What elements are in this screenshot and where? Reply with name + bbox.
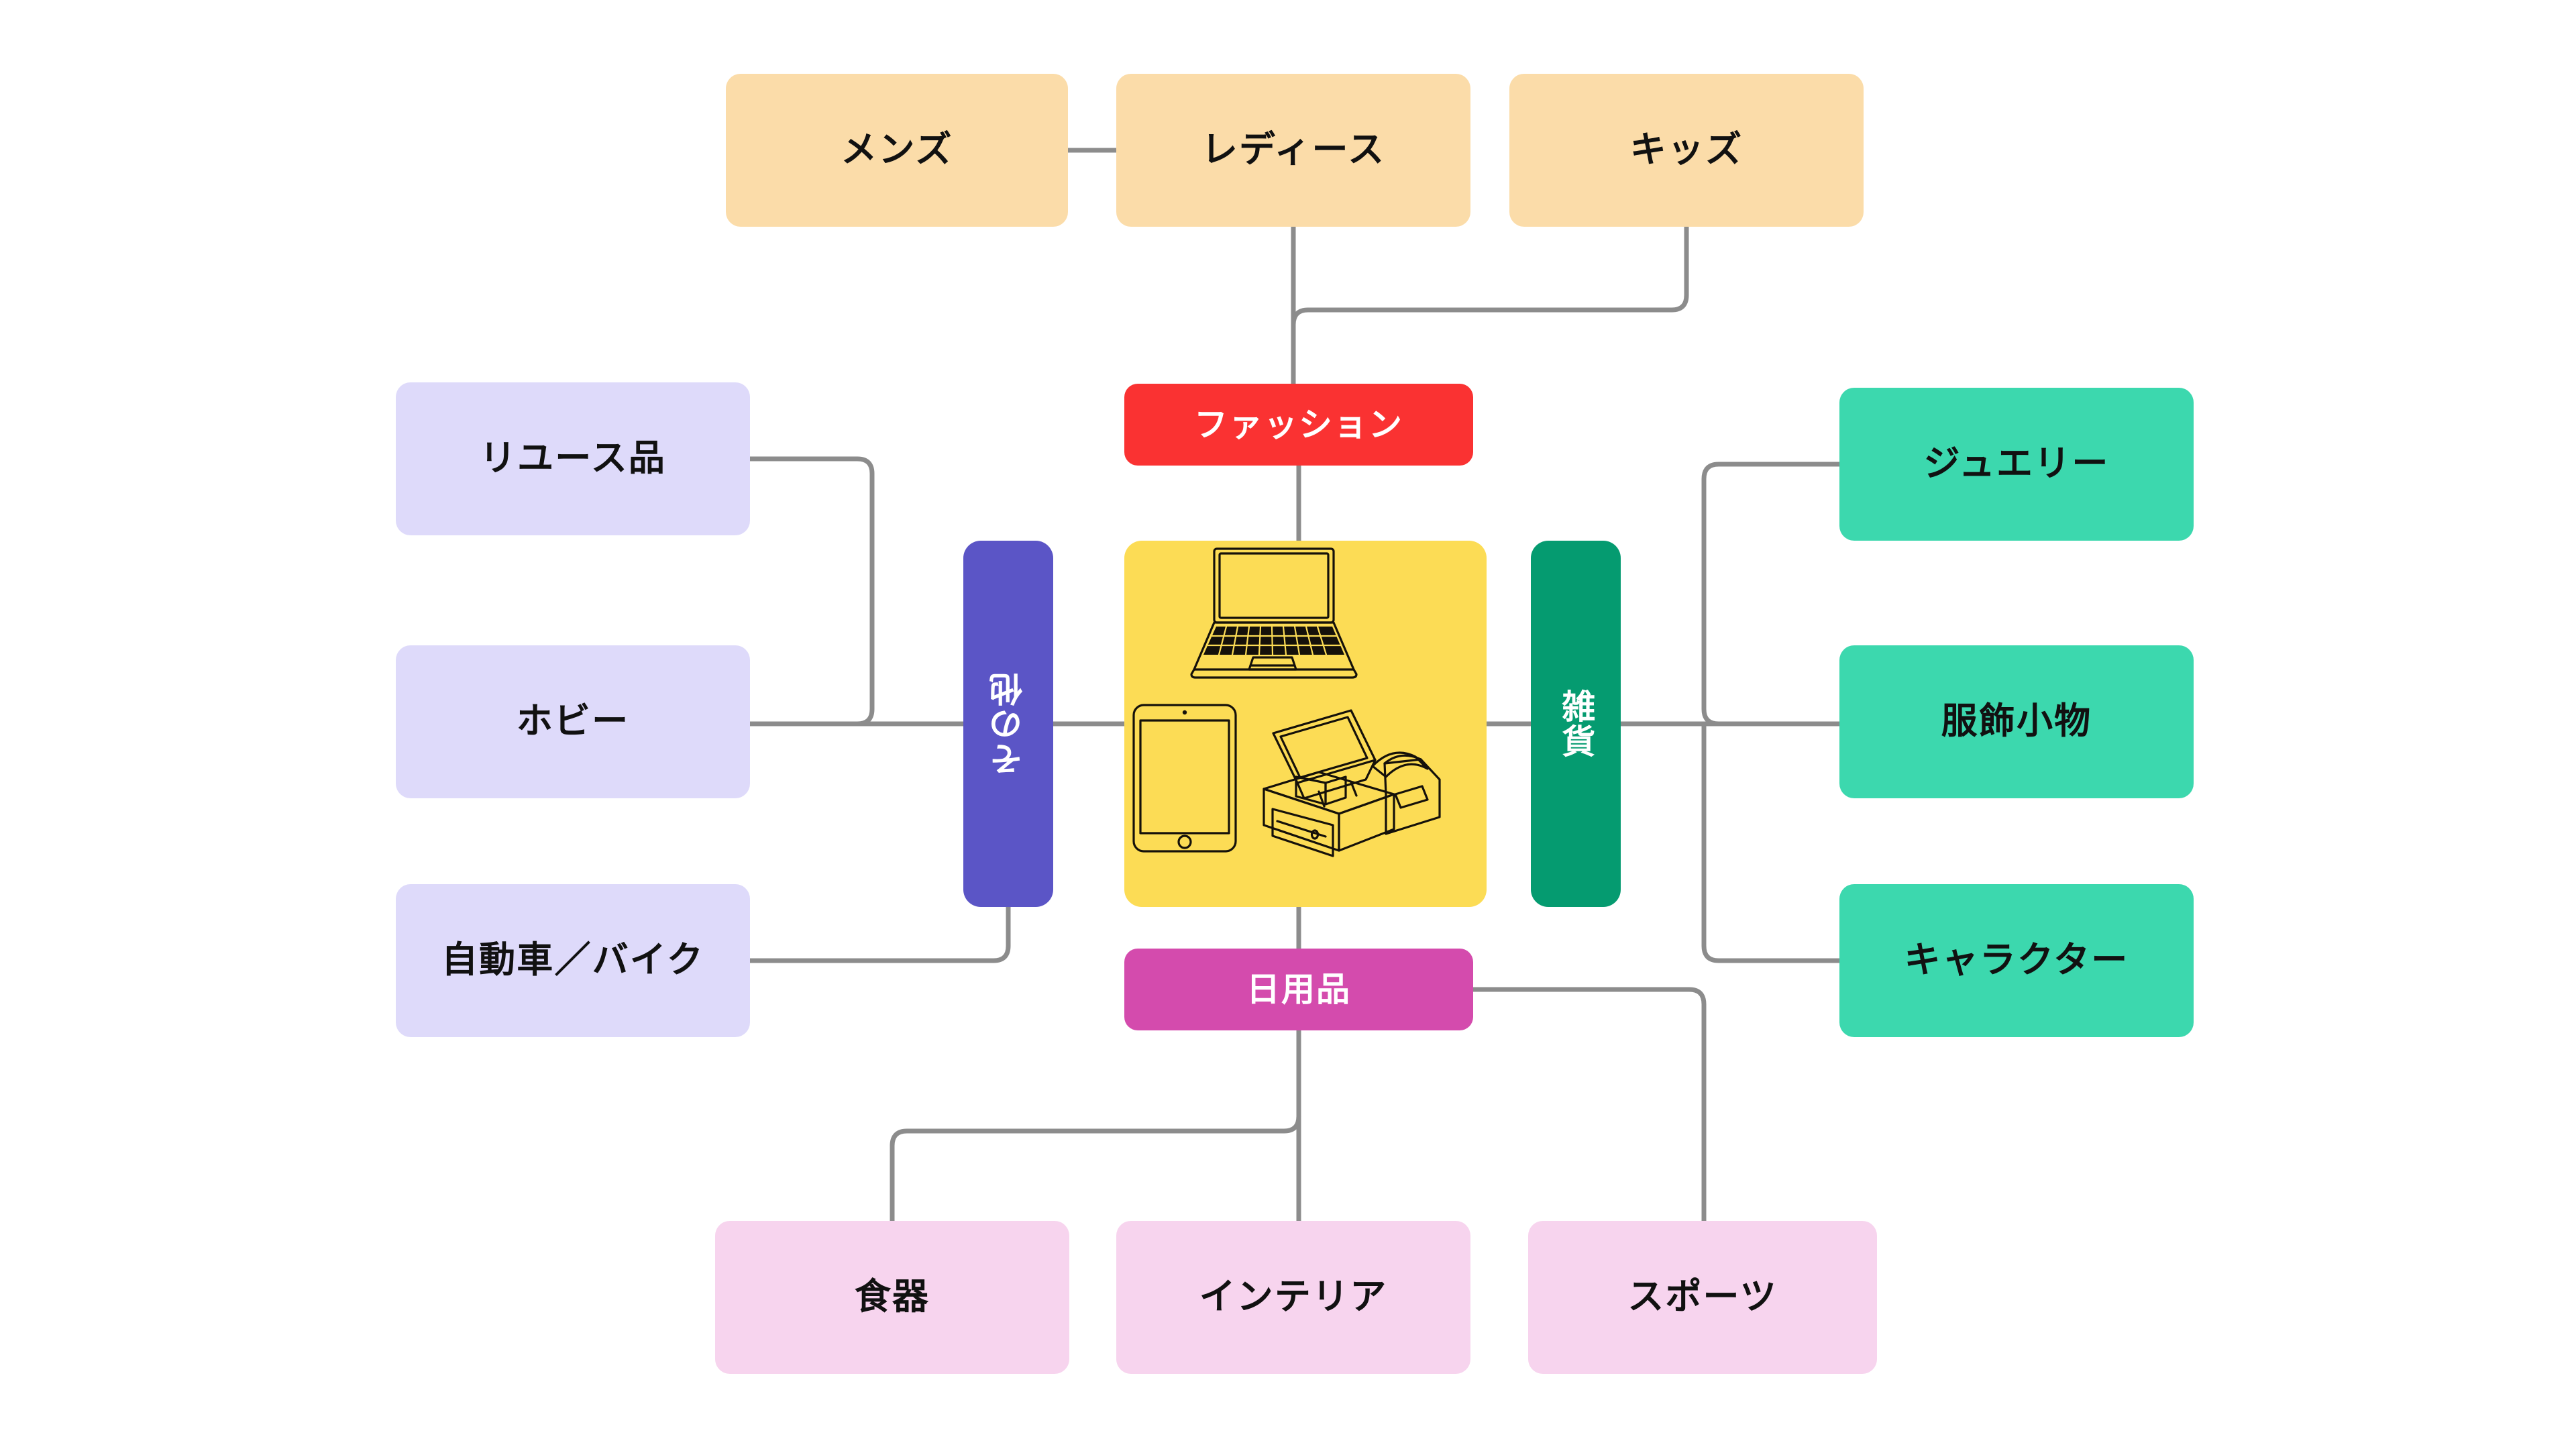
hub-fashion[interactable]: ファッション bbox=[1124, 384, 1473, 466]
center-illustration-panel bbox=[1124, 541, 1487, 907]
leaf-character[interactable]: キャラクター bbox=[1839, 884, 2194, 1037]
hub-label: 日用品 bbox=[1246, 970, 1351, 1008]
leaf-label: 自動車／バイク bbox=[441, 940, 705, 981]
leaf-label: 食器 bbox=[854, 1277, 930, 1318]
edge-jewelry-zakka bbox=[1701, 462, 1839, 727]
leaf-hobby[interactable]: ホビー bbox=[396, 645, 750, 798]
edge-character-zakka bbox=[1701, 724, 1839, 963]
leaf-interior[interactable]: インテリア bbox=[1116, 1221, 1470, 1374]
leaf-tableware[interactable]: 食器 bbox=[715, 1221, 1069, 1374]
hub-daily[interactable]: 日用品 bbox=[1124, 949, 1473, 1030]
leaf-label: キャラクター bbox=[1904, 940, 2129, 981]
edge-sports-daily bbox=[1473, 987, 1707, 1221]
edge-reuse-other bbox=[750, 456, 875, 727]
leaf-ladies[interactable]: レディース bbox=[1116, 74, 1470, 227]
leaf-label: ジュエリー bbox=[1923, 443, 2110, 484]
leaf-label: キッズ bbox=[1629, 129, 1743, 170]
leaf-label: インテリア bbox=[1199, 1277, 1388, 1318]
leaf-kids[interactable]: キッズ bbox=[1509, 74, 1864, 227]
hub-label: 雑貨 bbox=[1557, 689, 1595, 759]
leaf-jewelry[interactable]: ジュエリー bbox=[1839, 388, 2194, 541]
laptop-icon bbox=[1190, 547, 1358, 679]
hub-zakka[interactable]: 雑貨 bbox=[1531, 541, 1621, 907]
hub-other[interactable]: その他 bbox=[963, 541, 1053, 907]
hub-label: その他 bbox=[989, 672, 1027, 776]
leaf-label: スポーツ bbox=[1627, 1277, 1778, 1318]
leaf-label: メンズ bbox=[841, 129, 953, 170]
leaf-label: 服飾小物 bbox=[1941, 701, 2092, 742]
leaf-label: ホビー bbox=[516, 701, 630, 742]
leaf-accessory[interactable]: 服飾小物 bbox=[1839, 645, 2194, 798]
pos-register-icon bbox=[1263, 709, 1441, 857]
leaf-label: レディース bbox=[1201, 129, 1386, 170]
edge-kids-fashion bbox=[1291, 227, 1689, 384]
leaf-reuse[interactable]: リユース品 bbox=[396, 382, 750, 535]
leaf-car-bike[interactable]: 自動車／バイク bbox=[396, 884, 750, 1037]
leaf-mens[interactable]: メンズ bbox=[726, 74, 1068, 227]
edge-car-other bbox=[750, 907, 1011, 963]
leaf-label: リユース品 bbox=[479, 438, 667, 479]
leaf-sports[interactable]: スポーツ bbox=[1528, 1221, 1877, 1374]
edge-tableware-daily bbox=[890, 1116, 1301, 1221]
hub-label: ファッション bbox=[1194, 405, 1403, 443]
tablet-icon bbox=[1132, 704, 1237, 853]
